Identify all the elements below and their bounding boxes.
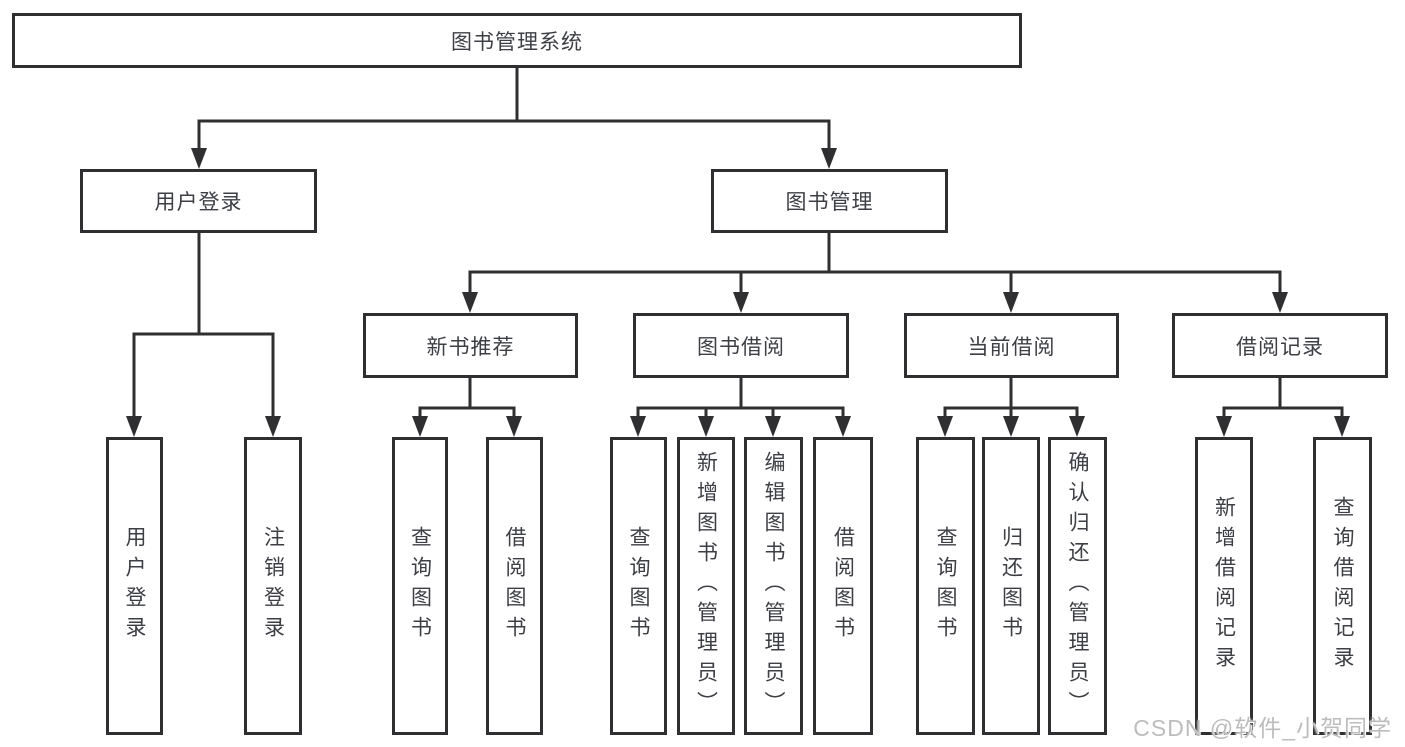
- node-label: 查询图书: [934, 526, 957, 646]
- edge-group3-to-leaves: [943, 376, 1079, 420]
- node-leaf-query-borrow-record: 查询借阅记录: [1313, 437, 1372, 735]
- node-label: 查询图书: [627, 526, 650, 646]
- node-group-current-borrowing: 当前借阅: [904, 313, 1119, 378]
- node-label: 编辑图书（管理员）: [762, 451, 785, 721]
- edge-group2-to-leaves: [636, 376, 845, 420]
- node-leaf-user-login: 用户登录: [106, 437, 163, 735]
- node-label: 查询借阅记录: [1331, 496, 1354, 676]
- edge-group4-to-leaves: [1222, 376, 1344, 420]
- arrowhead: [1334, 416, 1350, 437]
- node-label: 新书推荐: [426, 335, 515, 359]
- arrowhead: [412, 416, 428, 437]
- node-label: 借阅图书: [831, 526, 855, 646]
- node-leaf-return-books: 归还图书: [982, 437, 1040, 735]
- node-leaf-edit-books-admin: 编辑图书（管理员）: [744, 437, 803, 735]
- node-label: 借阅图书: [503, 526, 526, 646]
- arrowhead: [1216, 416, 1232, 437]
- node-label: 查询图书: [408, 526, 432, 646]
- arrowhead: [191, 148, 207, 169]
- arrowhead: [462, 292, 478, 313]
- node-label: 确认归还（管理员）: [1066, 451, 1089, 721]
- arrowhead: [821, 148, 837, 169]
- node-label: 借阅记录: [1236, 335, 1324, 359]
- node-label: 用户登录: [123, 526, 146, 646]
- node-label: 归还图书: [999, 526, 1023, 646]
- node-root-system: 图书管理系统: [12, 13, 1022, 68]
- node-leaf-borrow-books-1: 借阅图书: [486, 437, 543, 735]
- node-leaf-add-books-admin: 新增图书（管理员）: [677, 437, 735, 735]
- arrowhead: [1003, 292, 1019, 313]
- edge-user-login-to-leaves: [132, 231, 275, 420]
- node-label: 图书管理: [785, 191, 874, 214]
- node-label: 图书借阅: [697, 335, 785, 359]
- node-label: 用户登录: [154, 191, 243, 214]
- node-leaf-borrow-books-2: 借阅图书: [813, 437, 873, 735]
- node-leaf-query-books-1: 查询图书: [392, 437, 448, 735]
- arrowhead: [126, 416, 142, 437]
- arrowhead: [937, 416, 953, 437]
- node-label: 当前借阅: [967, 335, 1056, 359]
- arrowhead: [765, 416, 781, 437]
- node-leaf-query-books-2: 查询图书: [610, 437, 667, 735]
- node-group-new-book-recommend: 新书推荐: [363, 313, 578, 378]
- arrowhead: [1003, 416, 1019, 437]
- arrowhead: [1272, 292, 1288, 313]
- node-root-label: 图书管理系统: [451, 30, 583, 54]
- node-group-borrowing-records: 借阅记录: [1172, 313, 1388, 378]
- node-leaf-add-borrow-record: 新增借阅记录: [1195, 437, 1253, 735]
- node-leaf-confirm-return-admin: 确认归还（管理员）: [1048, 437, 1107, 735]
- node-label: 新增借阅记录: [1212, 496, 1236, 676]
- edge-group1-to-leaves: [418, 376, 516, 420]
- arrowhead: [630, 416, 646, 437]
- node-label: 新增图书（管理员）: [694, 451, 718, 721]
- edge-root-to-level2: [197, 66, 831, 152]
- node-leaf-query-books-3: 查询图书: [916, 437, 975, 735]
- node-branch-book-management: 图书管理: [711, 169, 948, 233]
- arrowhead: [506, 416, 522, 437]
- arrowhead: [265, 416, 281, 437]
- arrowhead: [1069, 416, 1085, 437]
- node-leaf-logout: 注销登录: [244, 437, 302, 735]
- node-branch-user-login: 用户登录: [80, 169, 317, 233]
- edge-book-mgmt-to-groups: [468, 231, 1282, 296]
- arrowhead: [733, 292, 749, 313]
- arrowhead: [698, 416, 714, 437]
- node-group-book-borrowing: 图书借阅: [633, 313, 849, 378]
- node-label: 注销登录: [261, 526, 285, 646]
- csdn-watermark: CSDN @软件_小贺同学: [1133, 715, 1392, 741]
- arrowhead: [835, 416, 851, 437]
